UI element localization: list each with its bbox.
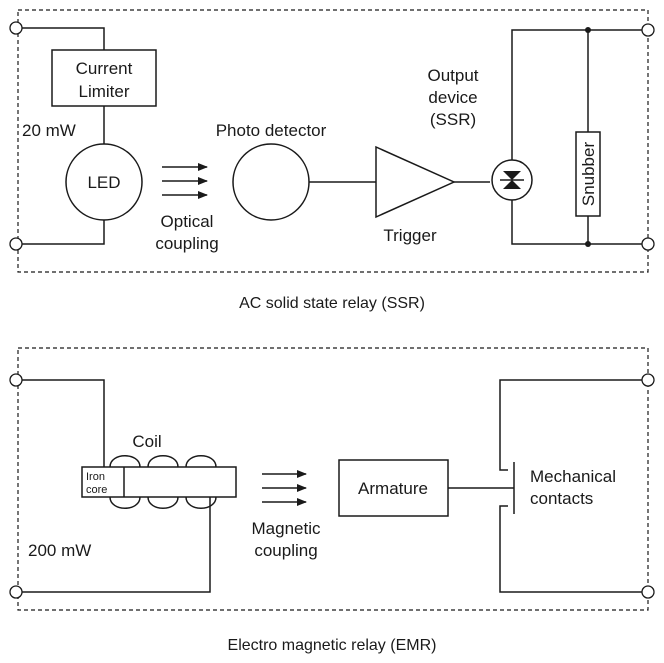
snubber-box xyxy=(575,131,601,217)
emr-power-label: 200 mW xyxy=(28,541,91,560)
iron-core-label-bg xyxy=(84,469,122,495)
magnetic-coupling-label-line1: Magnetic xyxy=(252,519,321,538)
ssr-frame xyxy=(17,9,649,273)
optical-coupling-label-line2: coupling xyxy=(155,234,218,253)
ssr-output-top-wire xyxy=(511,29,642,160)
ssr-input-bottom-wire xyxy=(22,212,105,245)
ssr-power-label: 20 mW xyxy=(22,121,76,140)
emr-diagram: Coil Iron core 200 mW Magnetic coupling … xyxy=(9,347,655,654)
ssr-caption: AC solid state relay (SSR) xyxy=(239,295,425,312)
emr-input-bottom-wire xyxy=(22,497,211,593)
emr-input-top-wire xyxy=(22,379,105,467)
mechanical-contacts-label-line2: contacts xyxy=(530,489,593,508)
triac-symbol xyxy=(500,171,524,189)
optical-coupling-label-line1: Optical xyxy=(161,212,214,231)
output-device-label-line1: Output xyxy=(427,66,478,85)
emr-input-terminal-bottom xyxy=(9,585,23,599)
mechanical-contacts-label-line1: Mechanical xyxy=(530,467,616,486)
emr-input-terminal-top xyxy=(9,373,23,387)
ssr-diagram: Current Limiter 20 mW LED Optical coupli… xyxy=(9,9,655,312)
armature-label: Armature xyxy=(358,479,428,498)
led-circle xyxy=(65,143,143,221)
ssr-input-top-wire xyxy=(22,27,105,50)
current-limiter-label-line2: Limiter xyxy=(78,82,129,101)
led-label: LED xyxy=(87,173,120,192)
coil-windings xyxy=(109,455,217,509)
magnetic-coupling-label-line2: coupling xyxy=(254,541,317,560)
emr-output-terminal-top xyxy=(641,373,655,387)
iron-core-label-line2: core xyxy=(86,484,107,496)
armature-box xyxy=(338,459,449,517)
ssr-output-terminal-bottom xyxy=(641,237,655,251)
snubber-label: Snubber xyxy=(579,142,598,207)
current-limiter-box xyxy=(51,49,157,107)
coil-label: Coil xyxy=(132,432,161,451)
ssr-output-bottom-wire xyxy=(511,200,642,245)
emr-frame xyxy=(17,347,649,611)
photo-detector-circle xyxy=(232,143,310,221)
output-device-label-line3: (SSR) xyxy=(430,110,476,129)
emr-output-terminal-bottom xyxy=(641,585,655,599)
emr-output-top-wire xyxy=(499,379,642,471)
ssr-output-terminal-top xyxy=(641,23,655,37)
output-device-label-line2: device xyxy=(428,88,477,107)
emr-caption: Electro magnetic relay (EMR) xyxy=(228,637,437,654)
emr-output-bottom-wire xyxy=(499,505,642,593)
trigger-amplifier xyxy=(375,145,456,219)
current-limiter-label-line1: Current xyxy=(76,59,133,78)
trigger-label: Trigger xyxy=(383,226,437,245)
photo-detector-label: Photo detector xyxy=(216,121,327,140)
ssr-input-terminal-bottom xyxy=(9,237,23,251)
ssr-input-terminal-top xyxy=(9,21,23,35)
iron-core-label-line1: Iron xyxy=(86,471,105,483)
